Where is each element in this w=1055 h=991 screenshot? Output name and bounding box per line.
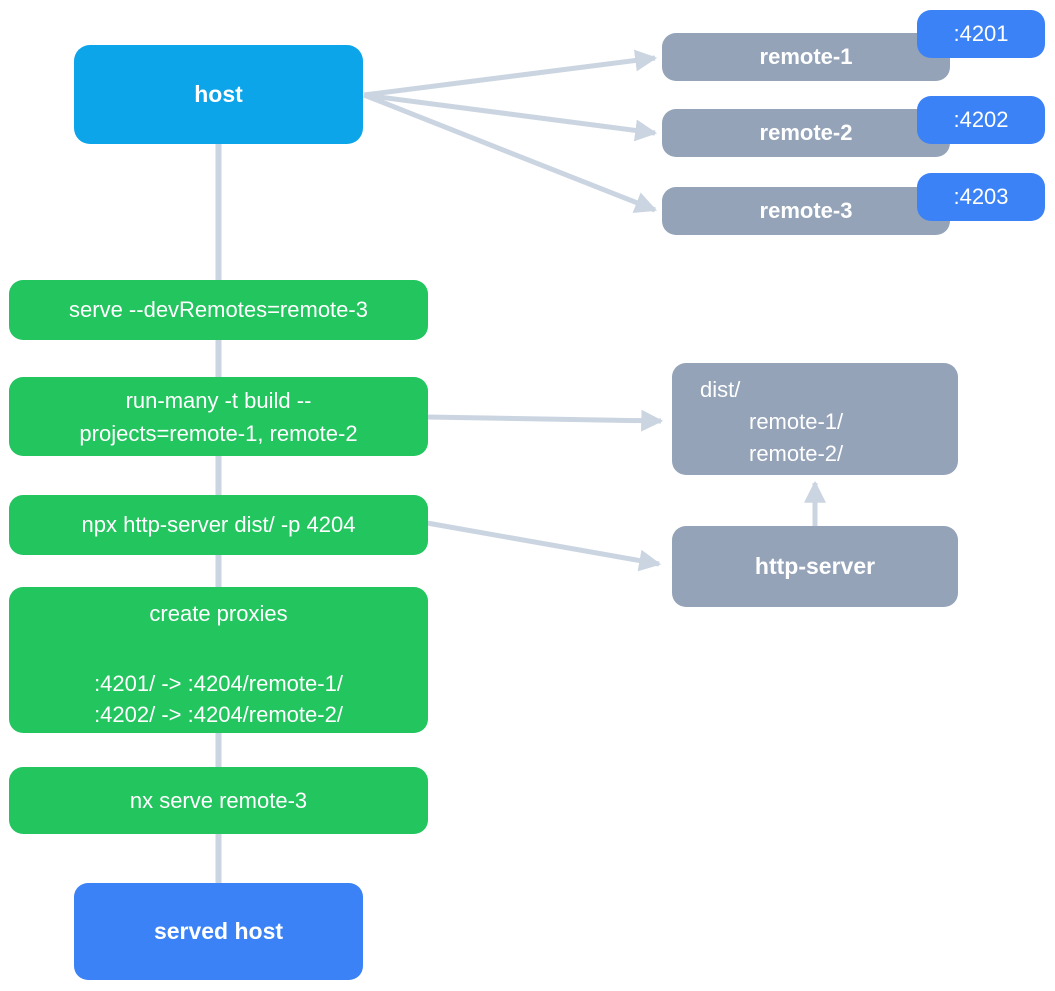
http-server-label: http-server bbox=[754, 553, 876, 579]
remote-1-node: remote-1 bbox=[662, 33, 950, 81]
host-label: host bbox=[194, 81, 243, 107]
command-run-many-build: run-many -t build -- projects=remote-1, … bbox=[9, 377, 428, 456]
dist-folder-node: dist/ remote-1/ remote-2/ bbox=[672, 363, 958, 475]
command-create-proxies: create proxies :4201/ -> :4204/remote-1/… bbox=[9, 587, 428, 733]
http-server-node: http-server bbox=[672, 526, 958, 607]
dist-folder-remote-2: remote-2/ bbox=[749, 441, 844, 466]
dist-folder-remote-1: remote-1/ bbox=[749, 409, 844, 434]
arrow-host-to-remote-1 bbox=[363, 49, 658, 98]
port-badge-4203: :4203 bbox=[917, 173, 1045, 221]
command-run-many-build-line-1: run-many -t build -- bbox=[125, 387, 312, 413]
arrow-host-to-remote-3 bbox=[363, 92, 658, 213]
proxy-mapping-4201: :4201/ -> :4204/remote-1/ bbox=[94, 671, 343, 696]
port-4203-label: :4203 bbox=[953, 184, 1009, 209]
remote-1-label: remote-1 bbox=[759, 44, 853, 69]
command-serve-dev-remotes: serve --devRemotes=remote-3 bbox=[9, 280, 428, 340]
command-nx-serve-remote-3-text: nx serve remote-3 bbox=[129, 787, 308, 813]
port-badge-4201: :4201 bbox=[917, 10, 1045, 58]
arrow-build-to-dist bbox=[426, 409, 664, 432]
arrow-host-to-remote-2 bbox=[363, 92, 658, 142]
command-run-many-build-line-2: projects=remote-1, remote-2 bbox=[79, 420, 358, 446]
proxy-mapping-4202: :4202/ -> :4204/remote-2/ bbox=[94, 702, 343, 727]
host-node: host bbox=[74, 45, 363, 144]
port-badge-4202: :4202 bbox=[917, 96, 1045, 144]
arrow-serve-to-http-server bbox=[426, 520, 662, 572]
remote-3-label: remote-3 bbox=[759, 198, 853, 223]
command-npx-http-server: npx http-server dist/ -p 4204 bbox=[9, 495, 428, 555]
command-create-proxies-title: create proxies bbox=[149, 601, 288, 626]
command-npx-http-server-text: npx http-server dist/ -p 4204 bbox=[81, 512, 356, 537]
command-nx-serve-remote-3: nx serve remote-3 bbox=[9, 767, 428, 834]
dist-folder-root: dist/ bbox=[700, 377, 741, 402]
remote-2-label: remote-2 bbox=[759, 120, 853, 145]
served-host-label: served host bbox=[153, 918, 284, 944]
port-4202-label: :4202 bbox=[953, 107, 1009, 132]
port-4201-label: :4201 bbox=[953, 21, 1009, 46]
remote-3-node: remote-3 bbox=[662, 187, 950, 235]
remote-2-node: remote-2 bbox=[662, 109, 950, 157]
served-host-node: served host bbox=[74, 883, 363, 980]
command-serve-dev-remotes-text: serve --devRemotes=remote-3 bbox=[69, 297, 368, 322]
